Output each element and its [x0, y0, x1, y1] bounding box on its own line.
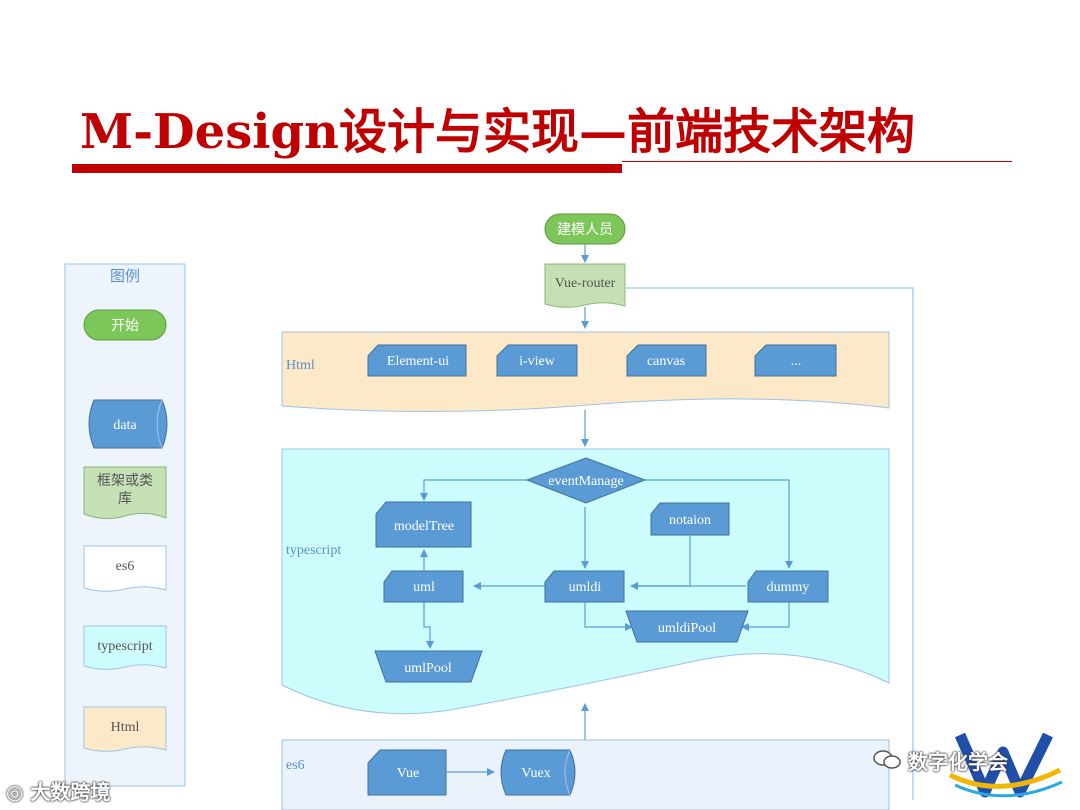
event-manage-label: eventManage [548, 474, 623, 489]
uml-pool-node: umlPool [374, 650, 483, 683]
router-node: Vue-router [544, 263, 626, 308]
legend-start-label: 开始 [111, 318, 139, 334]
umldi-node: umldi [544, 570, 625, 603]
arrow-event-dummy [645, 479, 793, 569]
vuex-label: Vuex [521, 766, 550, 781]
legend-framework-label-2: 库 [118, 491, 132, 507]
uml-pool-label: umlPool [404, 661, 452, 676]
html-layer-label: Html [286, 358, 315, 373]
legend-html-shape: Html [83, 706, 167, 752]
dummy-node: dummy [747, 570, 829, 603]
ellipsis-node: ... [754, 344, 837, 377]
vuex-node: Vuex [500, 749, 576, 796]
event-manage-node: eventManage [525, 457, 647, 504]
typescript-layer-label: typescript [286, 543, 341, 558]
canvas-node: canvas [626, 344, 707, 377]
es6-layer-label: es6 [286, 758, 305, 773]
title-underline-bar [72, 164, 622, 173]
wechat-icon [873, 750, 901, 769]
legend-typescript-shape: typescript [83, 625, 167, 670]
iview-label: i-view [519, 354, 556, 369]
umldi-pool-label: umldiPool [658, 621, 716, 636]
notaion-label: notaion [669, 513, 711, 528]
arrow-dummy-umldipool [741, 602, 790, 631]
legend-heading: 图例 [110, 267, 140, 285]
watermark-society: 数字化学会 [908, 750, 1008, 774]
iview-node: i-view [496, 344, 578, 377]
society-logo [948, 732, 1063, 798]
dummy-label: dummy [767, 580, 810, 595]
legend-data-shape: data [88, 399, 168, 449]
arrow-umldi-umldipool [584, 602, 633, 631]
title-underline-thin [622, 161, 1012, 162]
page-title: M-Design设计与实现—前端技术架构 [80, 104, 915, 160]
canvas-label: canvas [647, 354, 685, 369]
element-ui-node: Element-ui [367, 344, 467, 377]
legend-framework-shape: 框架或类 库 [83, 466, 167, 520]
vue-label: Vue [397, 766, 419, 781]
watermark-source: ◎ 大数跨境 [6, 776, 110, 805]
typescript-connectors [420, 479, 793, 649]
model-tree-label: modelTree [394, 519, 454, 534]
watermark-source-text: 大数跨境 [30, 780, 111, 804]
arrow-uml-umlpool [423, 602, 434, 649]
es6-layer: es6 Vue Vuex [281, 739, 890, 810]
legend-data-label: data [113, 418, 137, 433]
start-node-modeler: 建模人员 [544, 213, 626, 245]
legend-es6-label: es6 [116, 559, 135, 574]
uml-label: uml [413, 580, 435, 595]
arrow-event-modeltree [420, 479, 527, 501]
legend-typescript-label: typescript [97, 639, 152, 654]
router-to-es6-connector [625, 287, 914, 800]
modeler-label: 建模人员 [557, 222, 613, 238]
uml-node: uml [383, 570, 464, 603]
legend-es6-shape: es6 [83, 545, 167, 592]
camera-icon: ◎ [6, 780, 24, 804]
legend-panel: 图例 开始 data 框架或类 库 es6 typescript Html [64, 263, 186, 787]
legend-html-label: Html [111, 720, 140, 735]
element-ui-label: Element-ui [387, 354, 449, 369]
umldi-pool-node: umldiPool [625, 610, 749, 643]
html-layer: Html Element-ui i-view canvas ... [281, 331, 890, 413]
legend-start-shape: 开始 [83, 309, 167, 341]
ellipsis-label: ... [791, 354, 802, 369]
legend-framework-label-1: 框架或类 [97, 473, 153, 489]
umldi-label: umldi [569, 580, 602, 595]
router-label: Vue-router [555, 276, 616, 291]
model-tree-node: modelTree [375, 501, 472, 548]
vue-node: Vue [367, 749, 447, 796]
notaion-node: notaion [650, 502, 730, 536]
